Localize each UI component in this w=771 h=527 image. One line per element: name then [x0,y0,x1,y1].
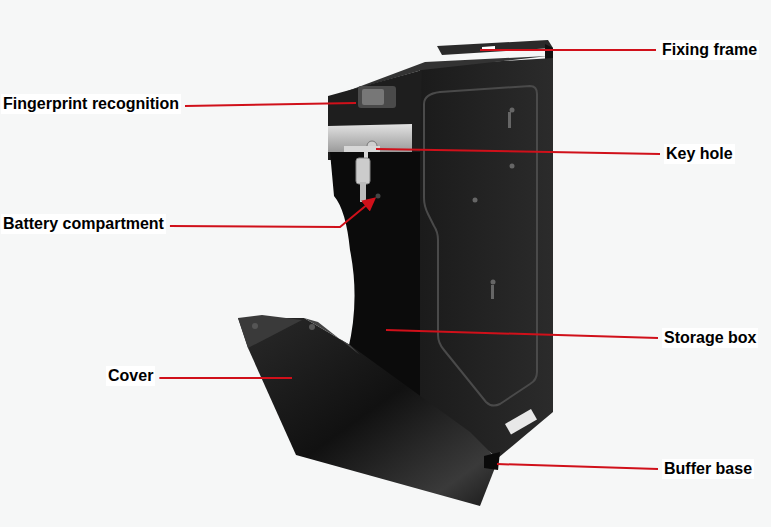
leader-line [386,330,658,338]
mount-hole [510,164,515,169]
leader-line [497,464,658,469]
mount-slot [508,112,511,128]
leader-line [480,49,656,51]
fingerprint-reader [358,86,396,108]
embossed-panel [424,86,537,406]
mount-slot [491,285,494,299]
fingerprint-sensor [362,89,384,105]
mount-hole [491,280,496,285]
buffer-base [484,452,500,470]
control-head [328,70,422,160]
leader-line [170,199,374,227]
key-blade [360,182,366,202]
cover-flank [304,318,360,355]
mount-hole [473,198,478,203]
part-label: Key hole [664,144,735,164]
leader-line [376,149,660,154]
part-label: Buffer base [662,459,754,479]
part-label: Fixing frame [660,40,759,60]
side-panel [420,58,553,458]
cover [238,318,498,506]
key [356,158,370,184]
sticker [505,409,537,434]
hinge-pin [252,323,258,329]
part-label: Fingerprint recognition [1,94,181,114]
hinge-pin [309,324,315,330]
part-label: Cover [106,366,155,386]
mount-hole [510,108,515,113]
battery-compartment [376,194,381,199]
leader-line [185,103,356,106]
cover-flank [238,315,302,348]
part-label: Battery compartment [1,214,166,234]
leader-line [159,377,292,379]
fixing-frame [437,40,553,55]
part-label: Storage box [662,328,758,348]
